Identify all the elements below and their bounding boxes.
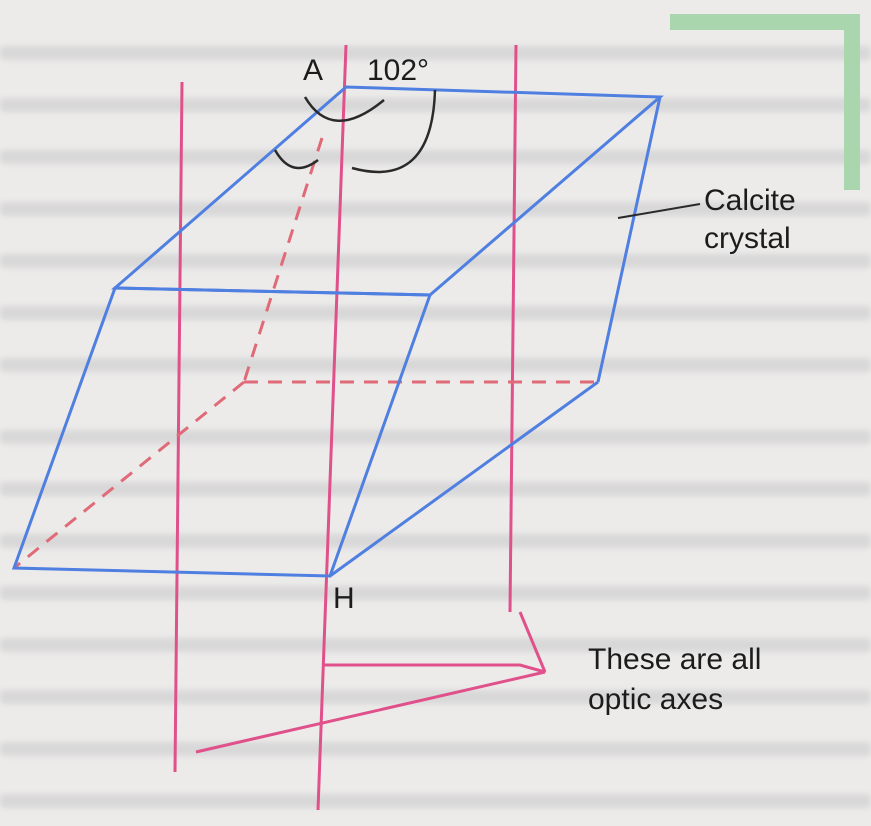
vertex-label-h: H (333, 582, 355, 615)
angle-arc-mid (303, 96, 385, 122)
axes-pointer-lines (195, 663, 546, 754)
hidden-edge-diagonal (13, 380, 245, 570)
calcite-label-line1: Calcite (704, 184, 796, 217)
crystal-right-edge (596, 96, 662, 383)
background-text-line (0, 586, 871, 600)
background-text-line (0, 254, 871, 268)
background-text-line (0, 150, 871, 164)
calcite-label-line2: crystal (704, 222, 791, 255)
background-text-line (0, 482, 871, 496)
optic-axis-right (508, 44, 518, 613)
crystal-front-face (11, 286, 433, 578)
background-text-line (0, 46, 871, 60)
calcite-pointer-line (617, 203, 701, 219)
axes-pointer-line (518, 611, 547, 673)
optic-axes-label: These are all optic axes (588, 640, 761, 720)
vertex-label-a: A (303, 54, 324, 87)
optic-axis-left (173, 81, 184, 773)
axes-label-line1: These are all (588, 643, 762, 676)
background-text-line (0, 534, 871, 548)
optic-axis-through-a (316, 44, 348, 811)
background-text-line (0, 638, 871, 652)
crystal-top-face (111, 85, 664, 297)
calcite-crystal-label: Calcite crystal (704, 182, 796, 258)
background-text-line (0, 358, 871, 372)
background-text-line (0, 430, 871, 444)
axes-label-line2: optic axes (588, 683, 724, 716)
background-text-line (0, 306, 871, 320)
corner-bracket (670, 14, 860, 190)
angle-arc-small (273, 149, 319, 170)
angle-label: 102° (367, 54, 430, 87)
background-text-line (0, 794, 871, 808)
hidden-edge-vertical (242, 137, 324, 383)
crystal-bottom-right-edge (329, 380, 599, 578)
angle-arc-large (351, 89, 437, 174)
